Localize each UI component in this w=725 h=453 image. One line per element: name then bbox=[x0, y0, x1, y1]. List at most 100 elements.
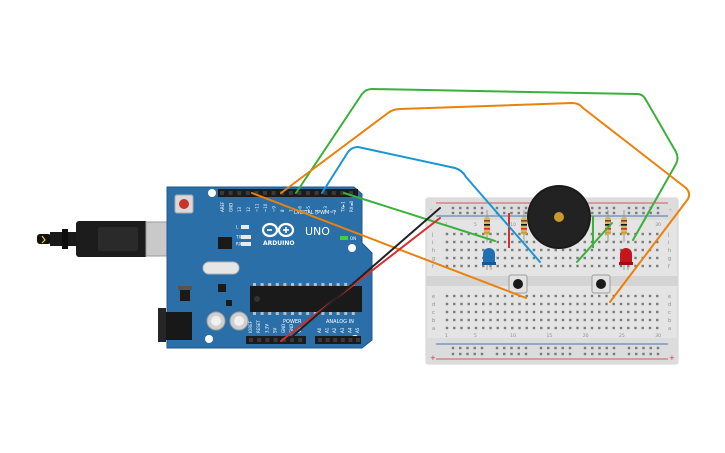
header-pin[interactable] bbox=[340, 338, 345, 342]
analog-label: ANALOG IN bbox=[326, 319, 354, 325]
header-pin[interactable] bbox=[340, 191, 345, 195]
jumper-wire-green-3[interactable] bbox=[576, 222, 613, 263]
pushbutton[interactable] bbox=[591, 274, 611, 294]
row-letter: b bbox=[432, 318, 435, 324]
pin-label: ~5 bbox=[306, 206, 311, 212]
jumper-wire-orange-2[interactable] bbox=[251, 192, 527, 299]
row-letter: b bbox=[668, 318, 671, 324]
mount-hole bbox=[205, 335, 213, 343]
header-pin[interactable] bbox=[273, 338, 278, 342]
header-pin[interactable] bbox=[263, 191, 267, 195]
header-pin[interactable] bbox=[290, 338, 294, 342]
led-blue bbox=[482, 248, 496, 270]
brand-label: ARDUINO bbox=[263, 240, 294, 247]
center-channel bbox=[426, 276, 678, 286]
row-letter: d bbox=[668, 302, 671, 308]
usb-cable bbox=[37, 221, 171, 257]
header-pin[interactable] bbox=[245, 191, 250, 195]
pin-label: 5V bbox=[273, 327, 278, 333]
pin-label: A3 bbox=[340, 327, 345, 333]
column-number: 10 bbox=[510, 222, 516, 228]
led-red bbox=[619, 248, 633, 270]
pin-label: 2 bbox=[332, 209, 337, 212]
tx-led bbox=[241, 235, 251, 239]
jumper-wire-green[interactable] bbox=[295, 88, 679, 241]
rail-minus-label: - bbox=[669, 206, 672, 214]
rail-plus-label: + bbox=[669, 354, 675, 362]
row-letter: j bbox=[431, 232, 433, 238]
header-pin[interactable] bbox=[249, 338, 253, 342]
header-pin[interactable] bbox=[257, 338, 262, 342]
header-pin[interactable] bbox=[265, 338, 270, 342]
pin-label: RESET bbox=[256, 320, 261, 333]
buzzer-center bbox=[554, 212, 564, 222]
header-pin[interactable] bbox=[314, 191, 319, 195]
pin-label: A5 bbox=[355, 327, 360, 333]
row-letter: a bbox=[668, 326, 671, 332]
header-pin[interactable] bbox=[348, 338, 353, 342]
jumper-wire-blue[interactable] bbox=[321, 146, 541, 263]
header-pin[interactable] bbox=[297, 191, 302, 195]
row-letter: h bbox=[432, 248, 435, 254]
pushbutton[interactable] bbox=[508, 274, 528, 294]
header-pin[interactable] bbox=[323, 191, 328, 195]
column-number: 25 bbox=[619, 333, 625, 339]
mount-hole bbox=[348, 244, 356, 252]
pin-label: ~6 bbox=[297, 206, 302, 212]
pin-label: 3.3V bbox=[264, 324, 269, 333]
column-number: 5 bbox=[474, 333, 477, 339]
row-letter: d bbox=[432, 302, 435, 308]
row-letter: f bbox=[668, 264, 670, 270]
pin-label: 12 bbox=[246, 206, 251, 212]
crystal-oscillator bbox=[202, 261, 240, 275]
column-number: 10 bbox=[510, 333, 516, 339]
usb-chip bbox=[218, 237, 232, 249]
header-pin[interactable] bbox=[306, 191, 310, 195]
header-pin[interactable] bbox=[325, 338, 330, 342]
header-pin[interactable] bbox=[288, 191, 293, 195]
mount-hole bbox=[208, 189, 216, 197]
resistor bbox=[621, 210, 627, 242]
atmega-chip bbox=[250, 286, 362, 312]
header-pin[interactable] bbox=[349, 191, 353, 195]
header-pin[interactable] bbox=[228, 191, 233, 195]
column-number: 1 bbox=[445, 333, 448, 339]
row-letter: g bbox=[432, 256, 435, 262]
header-pin[interactable] bbox=[237, 191, 242, 195]
pin-label: GND bbox=[289, 324, 294, 333]
header-pin[interactable] bbox=[331, 191, 336, 195]
header-pin[interactable] bbox=[298, 338, 303, 342]
pin-label: RX◄0 bbox=[349, 200, 354, 212]
pin-label: 13 bbox=[237, 206, 242, 212]
pin-label: AREF bbox=[220, 201, 225, 212]
digital-label: DIGITAL (PWM~) bbox=[294, 210, 336, 216]
voltage-regulator bbox=[180, 289, 190, 301]
model-label: UNO bbox=[305, 225, 330, 238]
row-letter: e bbox=[668, 294, 671, 300]
digital-header bbox=[218, 189, 358, 197]
header-pin[interactable] bbox=[356, 338, 360, 342]
pin-label: TX►1 bbox=[340, 201, 345, 213]
analog-header bbox=[315, 336, 361, 344]
header-pin[interactable] bbox=[220, 191, 224, 195]
reset-button-cap[interactable] bbox=[179, 199, 189, 209]
column-number: 30 bbox=[655, 333, 661, 339]
jumper-wire-red-5v[interactable] bbox=[280, 217, 441, 342]
column-number: 5 bbox=[474, 222, 477, 228]
header-pin[interactable] bbox=[333, 338, 338, 342]
header-pin[interactable] bbox=[254, 191, 259, 195]
jumper-wire-orange[interactable] bbox=[280, 102, 691, 303]
l-label: L bbox=[236, 225, 239, 230]
jumper-wire-black-gnd[interactable] bbox=[286, 207, 441, 342]
rail-minus-label: - bbox=[430, 206, 433, 214]
pin-label: 7 bbox=[289, 209, 294, 212]
header-pin[interactable] bbox=[318, 338, 322, 342]
pin-label: IOREF bbox=[248, 320, 253, 333]
row-letter: a bbox=[432, 326, 435, 332]
row-letter: e bbox=[432, 294, 435, 300]
l-led bbox=[241, 225, 249, 229]
header-pin[interactable] bbox=[271, 191, 276, 195]
row-letter: i bbox=[668, 240, 669, 246]
jumper-wire-green-2[interactable] bbox=[343, 192, 496, 242]
